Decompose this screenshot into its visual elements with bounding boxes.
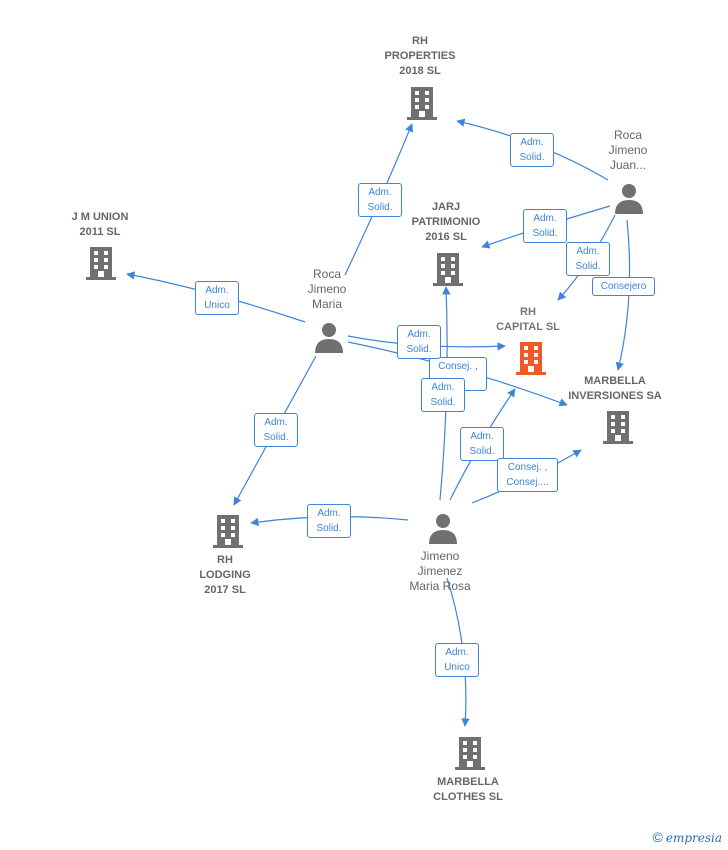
edge-label: Adm. Solid. [254,413,298,447]
edge-label-line: Solid. [367,202,393,213]
edge-label-line: Unico [204,300,230,311]
edge-label-line: Adm. [470,431,494,442]
edge-label: Adm. Unico [195,281,239,315]
node-label-line: CLOTHES SL [433,791,503,803]
edge-label-line: Adm. [264,417,288,428]
node-label-line: Jimeno [420,549,460,563]
node-label-line: J M UNION [71,211,129,223]
node-label-line: 2017 SL [204,584,246,596]
edge-label-line: Adm. [445,647,469,658]
edge-label-line: Adm. [407,329,431,340]
node-label-line: LODGING [199,569,251,581]
edge-label-line: Adm. [576,246,600,257]
node-rh-properties[interactable]: RH PROPERTIES 2018 SL [360,34,480,79]
node-label-line: RH [520,306,536,318]
edge-label-line: Consej.... [506,477,549,488]
edge-label-line: Solid. [469,446,495,457]
node-roca-jimeno-juan[interactable]: Roca Jimeno Juan... [588,128,668,173]
edge-label: Adm. Solid. [566,242,610,276]
edge-label: Adm. Solid. [307,504,351,538]
edge-label: Adm. Solid. [460,427,504,461]
edge-label: Adm. Solid. [421,378,465,412]
node-label-line: CAPITAL SL [496,321,560,333]
edge-label-line: Adm. [520,137,544,148]
node-label-line: Jimeno [608,143,648,157]
node-jimeno-jimenez-maria-rosa[interactable]: Jimeno Jimenez Maria Rosa [390,549,490,594]
edge-label: Adm. Unico [435,643,479,677]
edge-label: Adm. Solid. [523,209,567,243]
node-label-line: MARBELLA [584,375,646,387]
node-jm-union[interactable]: J M UNION 2011 SL [40,210,160,240]
edge-label-line: Solid. [263,432,289,443]
edge-label-line: Adm. [368,187,392,198]
node-label-line: Roca [613,128,642,142]
node-label-line: 2016 SL [425,231,467,243]
node-label-line: MARBELLA [437,776,499,788]
node-jarj-patrimonio[interactable]: JARJ PATRIMONIO 2016 SL [386,200,506,245]
edge-label: Adm. Solid. [397,325,441,359]
edge-label-line: Adm. [431,382,455,393]
brand-watermark: ©empresia [653,829,722,845]
edge-label-line: Solid. [430,397,456,408]
building-icon [433,253,463,286]
building-icon [407,87,437,120]
edge-label-line: Consej. , [438,361,478,372]
node-label-line: RH [217,554,233,566]
building-icon [213,515,243,548]
node-marbella-clothes[interactable]: MARBELLA CLOTHES SL [408,775,528,805]
node-label-line: Juan... [609,158,647,172]
node-label-line: 2018 SL [399,65,441,77]
node-label-line: INVERSIONES SA [568,390,662,402]
edge-label-line: Solid. [532,228,558,239]
building-icon-focus [516,342,546,375]
node-rh-lodging[interactable]: RH LODGING 2017 SL [165,553,285,598]
node-label-line: 2011 SL [79,226,121,238]
node-label-line: JARJ [431,201,461,213]
person-icon [429,514,457,544]
node-label-line: PROPERTIES [384,50,456,62]
building-icon [86,247,116,280]
edge-label-line: Solid. [575,261,601,272]
edge-label-line: Adm. [533,213,557,224]
edge-label: Adm. Solid. [510,133,554,167]
edge-label: Adm. Solid. [358,183,402,217]
edge-label-line: Unico [444,662,470,673]
brand-name: empresia [665,831,722,845]
edge-juan-to-marbella-inv [615,219,631,371]
edge-label-line: Adm. [205,285,229,296]
node-label-line: Roca [312,267,341,281]
building-icon [455,737,485,770]
person-icon [615,184,643,214]
node-label-line: Maria Rosa [409,579,471,593]
edge-label: Consejero [592,277,655,296]
node-roca-jimeno-maria[interactable]: Roca Jimeno Maria [287,267,367,312]
copyright-icon: © [652,829,663,845]
node-label-line: RH [412,35,428,47]
building-icon [603,411,633,444]
edge-label-line: Consejero [600,281,647,292]
edge-label-line: Adm. [317,508,341,519]
node-label-line: Maria [311,297,342,311]
edge-label-line: Solid. [406,344,432,355]
edge-label-line: Consej. , [507,462,548,473]
node-marbella-inversiones[interactable]: MARBELLA INVERSIONES SA [555,374,675,404]
edge-label-line: Solid. [316,523,342,534]
node-rh-capital[interactable]: RH CAPITAL SL [468,305,588,335]
edge-label: Consej. , Consej.... [497,458,558,492]
node-label-line: Jimenez [417,564,463,578]
node-label-line: PATRIMONIO [411,216,481,228]
person-icon [315,323,343,353]
edge-label-line: Solid. [519,152,545,163]
node-label-line: Jimeno [307,282,347,296]
